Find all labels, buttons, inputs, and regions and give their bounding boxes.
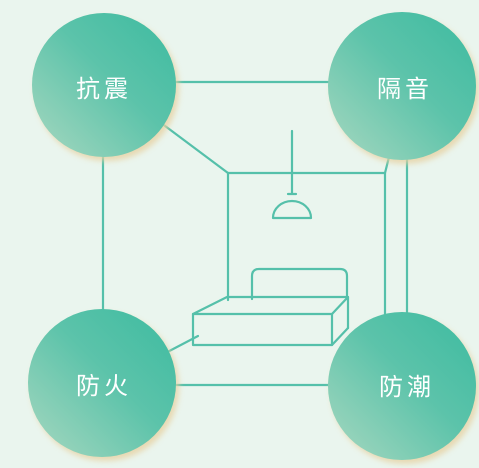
room-wireframe-icon <box>191 129 387 347</box>
pendant-lamp-icon <box>271 129 313 220</box>
label-anti-seismic: 抗震 <box>76 75 132 103</box>
label-fireproof: 防火 <box>76 372 132 400</box>
circle-bottom-left <box>28 309 176 457</box>
feature-circles <box>28 12 479 464</box>
bed-icon <box>191 267 350 347</box>
circle-top-right <box>328 12 476 160</box>
circle-top-left <box>32 13 176 157</box>
circle-bottom-right <box>328 312 476 460</box>
label-moisture-proof: 防潮 <box>379 373 435 401</box>
label-soundproof: 隔音 <box>377 75 433 103</box>
